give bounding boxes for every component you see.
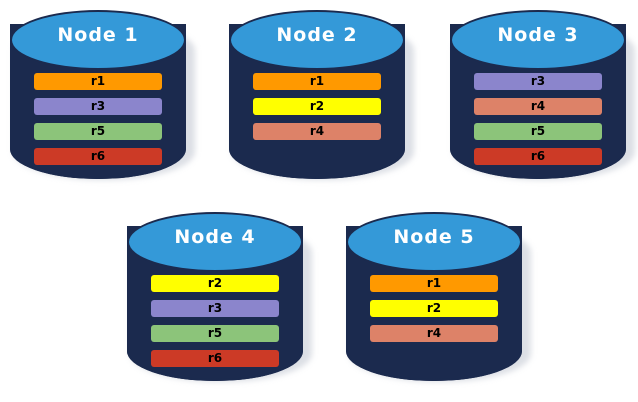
- replica-bar[interactable]: r1: [34, 73, 162, 90]
- replica-bar[interactable]: r4: [253, 123, 381, 140]
- cylinder-top-cap: [450, 10, 626, 70]
- replica-bar[interactable]: r6: [151, 350, 279, 367]
- replica-list: r1 r3 r5 r6: [10, 70, 186, 173]
- replica-list: r1 r2 r4: [346, 272, 522, 350]
- replica-bar[interactable]: r2: [151, 275, 279, 292]
- replica-bar[interactable]: r5: [151, 325, 279, 342]
- replica-bar[interactable]: r6: [34, 148, 162, 165]
- cylinder-top-cap: [346, 212, 522, 272]
- cylinder-top-cap: [10, 10, 186, 70]
- replica-bar[interactable]: r6: [474, 148, 602, 165]
- replica-bar[interactable]: r5: [34, 123, 162, 140]
- replica-bar[interactable]: r1: [253, 73, 381, 90]
- replica-bar[interactable]: r4: [370, 325, 498, 342]
- replica-bar[interactable]: r2: [253, 98, 381, 115]
- replica-list: r3 r4 r5 r6: [450, 70, 626, 173]
- replica-bar[interactable]: r4: [474, 98, 602, 115]
- replica-bar[interactable]: r3: [151, 300, 279, 317]
- replica-bar[interactable]: r3: [34, 98, 162, 115]
- cylinder-top-cap: [229, 10, 405, 70]
- replica-bar[interactable]: r5: [474, 123, 602, 140]
- replica-list: r1 r2 r4: [229, 70, 405, 148]
- replica-bar[interactable]: r3: [474, 73, 602, 90]
- replica-list: r2 r3 r5 r6: [127, 272, 303, 375]
- replica-bar[interactable]: r1: [370, 275, 498, 292]
- cylinder-top-cap: [127, 212, 303, 272]
- replica-bar[interactable]: r2: [370, 300, 498, 317]
